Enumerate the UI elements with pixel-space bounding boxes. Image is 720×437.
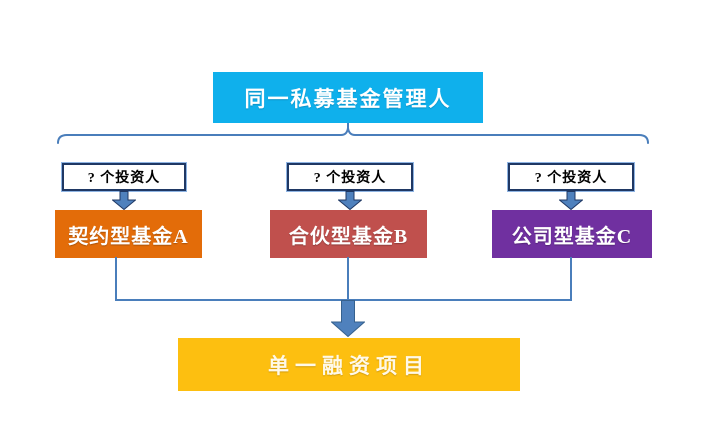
investor-box-1-label: ? 个投资人 [87, 171, 161, 186]
fund-box-corporate: 公司型基金C [492, 210, 652, 258]
connector-line-right [570, 257, 572, 300]
fund-box-contract-label: 契约型基金A [68, 225, 189, 248]
fund-box-partnership-label: 合伙型基金B [288, 225, 409, 248]
down-arrow-icon [112, 191, 136, 210]
project-box: 单一融资项目 [178, 338, 520, 391]
investor-box-1: ? 个投资人 [62, 163, 186, 191]
big-down-arrow-icon [331, 300, 365, 337]
down-arrow-icon [338, 191, 362, 210]
manager-brace-stub [347, 123, 349, 129]
investor-box-2-label: ? 个投资人 [313, 171, 387, 186]
brace-icon [57, 127, 649, 144]
manager-box-label: 同一私募基金管理人 [244, 86, 452, 111]
manager-box: 同一私募基金管理人 [213, 72, 483, 123]
connector-line-middle [347, 257, 349, 300]
investor-box-3: ? 个投资人 [508, 163, 634, 191]
fund-box-partnership: 合伙型基金B [270, 210, 427, 258]
fund-box-contract: 契约型基金A [55, 210, 202, 258]
connector-line-left [115, 257, 117, 300]
investor-box-2: ? 个投资人 [287, 163, 413, 191]
fund-box-corporate-label: 公司型基金C [511, 225, 633, 248]
investor-box-3-label: ? 个投资人 [534, 171, 608, 186]
project-box-label: 单一融资项目 [268, 353, 430, 378]
down-arrow-icon [559, 191, 583, 210]
